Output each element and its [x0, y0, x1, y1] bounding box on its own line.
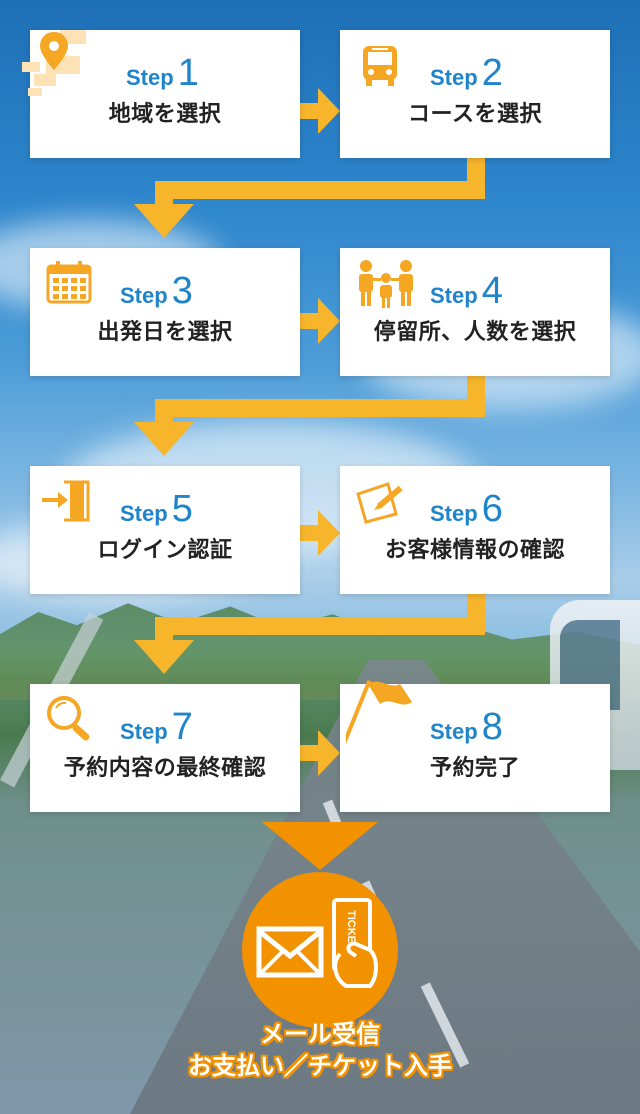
step-number: 4: [481, 270, 503, 312]
step-number: 5: [171, 488, 193, 530]
final-line-1: メール受信: [260, 1020, 380, 1048]
arrow-right-1-2: [300, 88, 340, 134]
step-label: コースを選択: [408, 102, 542, 127]
bus-icon: [363, 46, 397, 86]
step-number: 1: [177, 52, 199, 94]
goal-flag-icon: [346, 679, 412, 749]
step-card-8: Step 8 予約完了: [340, 679, 610, 812]
arrow-right-7-8: [300, 730, 340, 776]
edit-note-icon: [356, 482, 403, 524]
step-word: Step: [430, 501, 478, 526]
step-number: 2: [481, 52, 503, 94]
connector-4-5: [134, 376, 485, 456]
step-number: 8: [481, 706, 503, 748]
step-word: Step: [120, 283, 168, 308]
step-label: 地域を選択: [108, 102, 222, 127]
ticket-text: TICKET: [345, 910, 357, 950]
step-label: ログイン認証: [97, 538, 233, 563]
map-pin-icon: [22, 30, 86, 96]
step-word: Step: [126, 65, 174, 90]
step-label: お客様情報の確認: [384, 538, 565, 563]
step-label: 出発日を選択: [97, 320, 233, 345]
step-word: Step: [120, 501, 168, 526]
envelope-icon: [256, 926, 324, 978]
final-arrow-down: [262, 822, 378, 870]
step-label: 予約完了: [429, 756, 520, 781]
connector-6-7: [134, 594, 485, 674]
step-word: Step: [430, 719, 478, 744]
step-number: 7: [171, 706, 193, 748]
step-word: Step: [430, 65, 478, 90]
calendar-icon: [46, 261, 92, 304]
ticket-icon: TICKET: [332, 898, 378, 988]
step-card-2: Step 2 コースを選択: [340, 30, 610, 158]
step-word: Step: [120, 719, 168, 744]
step-number: 3: [171, 270, 193, 312]
arrow-right-5-6: [300, 510, 340, 556]
step-card-3: Step 3 出発日を選択: [30, 248, 300, 376]
magnifier-icon: [47, 696, 90, 741]
connector-2-3: [134, 158, 485, 238]
step-card-7: Step 7 予約内容の最終確認: [30, 684, 300, 812]
step-card-1: Step 1 地域を選択: [22, 30, 300, 158]
step-label: 予約内容の最終確認: [63, 756, 267, 781]
step-card-4: Step 4 停留所、人数を選択: [340, 248, 610, 376]
step-label: 停留所、人数を選択: [373, 320, 577, 345]
login-door-icon: [42, 480, 90, 522]
arrow-right-3-4: [300, 298, 340, 344]
step-word: Step: [430, 283, 478, 308]
step-card-5: Step 5 ログイン認証: [30, 466, 300, 594]
step-card-6: Step 6 お客様情報の確認: [340, 466, 610, 594]
final-line-2: お支払い／チケット入手: [188, 1052, 452, 1080]
step-number: 6: [481, 488, 503, 530]
people-icon: [359, 260, 413, 308]
